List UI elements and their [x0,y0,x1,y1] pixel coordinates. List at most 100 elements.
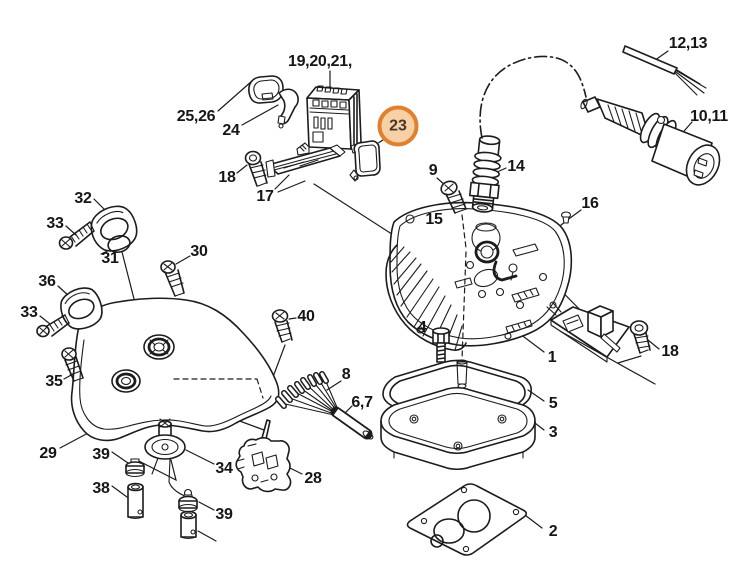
drawing-bracket-24 [277,88,299,129]
line-art [277,180,306,193]
line-art [634,324,644,332]
part-label-33b[interactable]: 33 [20,304,38,321]
line-art [416,326,424,334]
line-art [444,183,454,193]
line-art [316,85,348,95]
line-art [495,287,505,297]
part-label-30[interactable]: 30 [190,243,208,260]
line-art [468,181,500,200]
line-art [474,240,500,264]
part-label-31[interactable]: 31 [101,250,119,267]
line-art [465,260,475,270]
part-label-33a[interactable]: 33 [46,215,64,232]
line-art [600,333,621,353]
part-label-39b[interactable]: 39 [215,506,233,523]
part-label-36[interactable]: 36 [38,273,56,290]
part-label-34[interactable]: 34 [215,460,233,477]
line-art [270,473,278,481]
line-art [312,99,347,109]
drawing-tube-38b [180,510,197,540]
drawing-frame-3 [380,386,536,471]
line-art [333,408,370,438]
line-art [390,246,463,351]
line-art [461,214,467,361]
line-art [253,79,280,100]
part-label-25-26[interactable]: 25,26 [176,108,216,125]
part-label-10-11[interactable]: 10,11 [690,108,728,125]
line-art [164,269,185,297]
line-art [471,202,494,213]
part-label-24[interactable]: 24 [222,122,240,139]
line-art [251,451,279,470]
line-art [151,438,179,456]
drawing-cover-29 [70,297,280,442]
part-label-3[interactable]: 3 [548,424,558,441]
line-art [180,536,197,540]
line-art [647,339,660,350]
part-label-29[interactable]: 29 [39,445,57,462]
drawing-screw-18-right [617,320,651,364]
line-art [289,467,303,475]
line-art [115,372,137,390]
line-art [280,376,340,416]
part-label-35[interactable]: 35 [45,373,63,390]
drawing-contactor [296,85,363,156]
part-label-16[interactable]: 16 [581,195,599,212]
line-art [175,255,191,265]
drawing-ring-31 [107,234,131,254]
line-art [283,159,319,169]
part-label-19-20-21[interactable]: 19,20,21, [287,53,353,70]
line-art [313,116,333,130]
line-art [276,372,328,408]
line-art [622,45,678,75]
drawing-wire-fan-8 [275,371,340,416]
drawing-bolt-4 [432,327,450,363]
line-art [161,443,169,451]
line-art [473,268,499,288]
part-label-18a[interactable]: 18 [218,169,236,186]
part-label-40[interactable]: 40 [297,308,315,325]
part-label-15[interactable]: 15 [425,211,443,228]
line-art [409,414,419,424]
line-art [505,319,533,334]
drawing-cable-12-13 [622,45,707,96]
drawing-screw-30 [160,260,185,297]
line-art [453,441,463,451]
line-art [455,443,461,449]
line-art [278,88,299,125]
part-label-17[interactable]: 17 [256,188,274,205]
line-art [477,205,489,211]
line-art [275,311,285,320]
drawing-pcb [546,302,630,363]
part-label-14[interactable]: 14 [507,158,525,175]
line-art [265,159,276,178]
part-label-2[interactable]: 2 [548,523,558,540]
part-label-8[interactable]: 8 [341,366,351,383]
part-label-28[interactable]: 28 [304,470,322,487]
line-art [144,434,186,460]
line-art [296,142,310,156]
part-label-5[interactable]: 5 [548,395,558,412]
part-label-12-13[interactable]: 12,13 [668,35,708,52]
line-art [261,419,271,440]
part-label-23-highlighted[interactable]: 23 [377,105,419,147]
part-label-39a[interactable]: 39 [92,446,110,463]
line-art [173,378,264,399]
line-art [137,509,143,515]
part-label-1[interactable]: 1 [547,349,557,366]
drawing-screw-35 [61,347,84,382]
part-label-38[interactable]: 38 [92,480,110,497]
part-label-18b[interactable]: 18 [661,343,679,360]
part-label-4[interactable]: 4 [417,319,427,336]
part-label-6-7[interactable]: 6,7 [351,394,373,411]
line-art [478,135,501,146]
line-art [100,217,129,241]
drawing-cover-25-26 [248,75,284,104]
part-label-32[interactable]: 32 [74,190,92,207]
line-art [61,238,71,248]
line-art [90,205,138,252]
line-art [693,169,704,179]
part-label-9[interactable]: 9 [428,162,438,179]
